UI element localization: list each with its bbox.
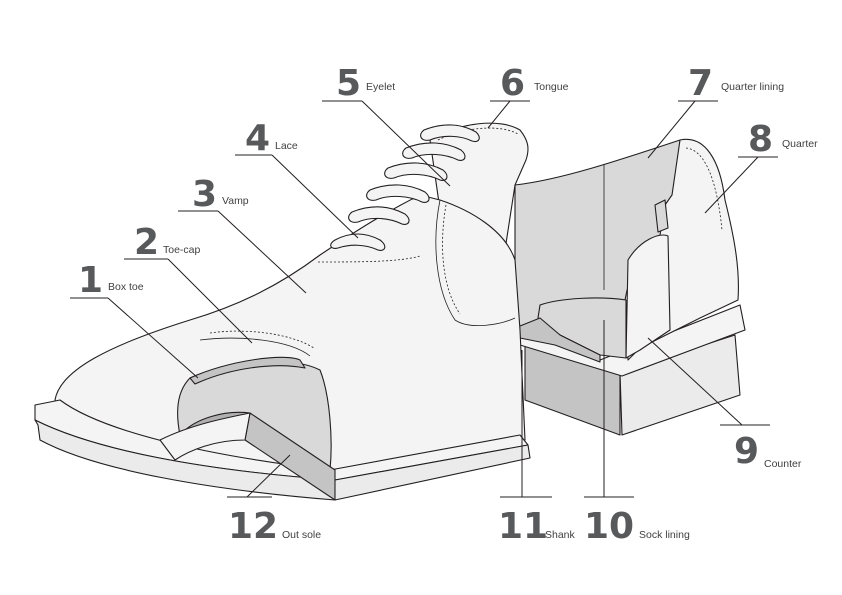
part-number: 11: [498, 506, 548, 547]
part-number: 6: [500, 63, 525, 104]
part-label: Vamp: [222, 195, 249, 207]
part-number: 4: [245, 118, 270, 159]
part-label: Shank: [545, 529, 576, 541]
callout-sock-lining: 10 Sock lining: [584, 320, 690, 547]
out-sole: [34, 399, 531, 501]
callout-counter: 9 Counter: [647, 337, 802, 472]
callout-box-toe: 1 Box toe: [70, 260, 199, 379]
part-number: 2: [134, 222, 159, 263]
part-number: 7: [688, 63, 713, 104]
callout-tongue: 6 Tongue: [487, 63, 569, 129]
part-number: 5: [336, 63, 361, 104]
part-number: 8: [748, 119, 773, 160]
back-upper: [514, 138, 739, 361]
part-number: 1: [78, 260, 103, 301]
part-label: Quarter lining: [721, 81, 784, 93]
part-label: Tongue: [534, 81, 569, 93]
part-label: Toe-cap: [163, 244, 201, 256]
callout-lace: 4 Lace: [235, 118, 359, 239]
callout-shank: 11 Shank: [498, 350, 576, 547]
laces: [330, 124, 480, 251]
part-label: Sock lining: [639, 529, 690, 541]
front-upper: [54, 194, 526, 476]
callout-eyelet: 5 Eyelet: [322, 63, 451, 187]
shoe-illustration: [34, 122, 746, 501]
callout-quarter: 8 Quarter: [704, 119, 818, 214]
part-label: Out sole: [282, 529, 321, 541]
part-label: Eyelet: [366, 81, 395, 93]
callout-out-sole: 12 Out sole: [227, 454, 321, 547]
part-label: Lace: [275, 140, 298, 152]
part-number: 9: [734, 431, 759, 472]
part-label: Counter: [764, 458, 802, 470]
part-number: 12: [228, 506, 278, 547]
callout-toe-cap: 2 Toe-cap: [124, 222, 253, 344]
callout-vamp: 3 Vamp: [178, 174, 307, 294]
part-number: 10: [584, 506, 634, 547]
part-label: Box toe: [108, 281, 144, 293]
callout-quarter-lining: 7 Quarter lining: [647, 63, 784, 159]
part-label: Quarter: [782, 138, 818, 150]
part-number: 3: [192, 174, 217, 215]
